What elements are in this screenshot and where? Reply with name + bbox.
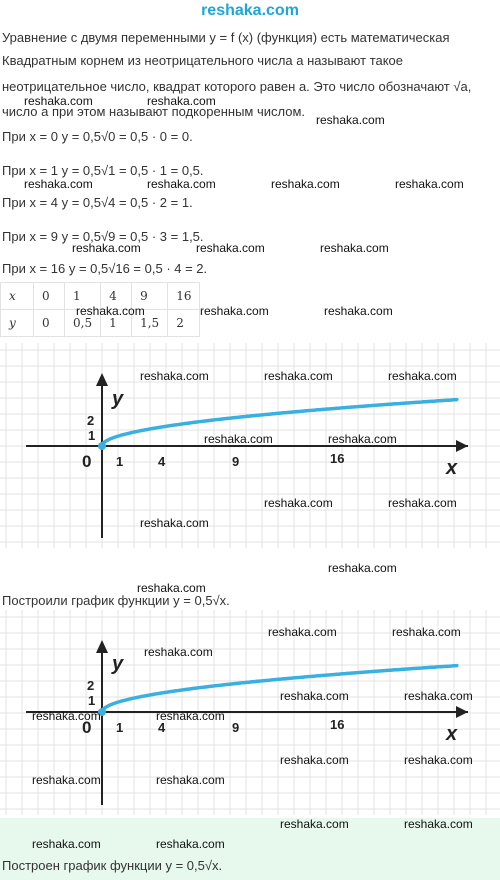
y-axis-label: y [111,388,124,410]
watermark: reshaka.com [140,369,209,383]
function-graph: y x 0 2 1 1 4 9 16 [0,610,500,815]
watermark: reshaka.com [280,689,349,703]
watermark: reshaka.com [316,113,385,127]
function-graph: y x 0 2 1 1 4 9 16 [0,343,500,548]
graph-caption: Построили график функции y = 0,5√x. [2,593,230,608]
watermark: reshaka.com [264,369,333,383]
curve [100,663,459,714]
watermark: reshaka.com [395,177,464,191]
watermark: reshaka.com [156,837,225,851]
values-table: x 0 1 4 9 16 y 0 0,5 1 1,5 2 [0,282,201,337]
text-line: число a при этом называют подкоренным чи… [2,104,306,119]
watermark: reshaka.com [404,817,473,831]
x-tick-label: 9 [232,454,239,469]
x-axis-arrow-icon [456,440,468,452]
text-line: Квадратным корнем из неотрицательного чи… [2,53,404,68]
watermark: reshaka.com [196,241,265,255]
table-cell: 16 [167,282,201,310]
curve-origin-point [98,442,106,450]
table-cell: 4 [100,282,133,310]
y-axis-label: y [111,653,124,675]
table-cell: 1 [100,309,133,337]
x-axis-arrow-icon [456,706,468,718]
table-cell: 1 [63,282,102,310]
x-tick-label: 16 [330,451,344,466]
calc-line: При x = 4 y = 0,5√4 = 0,5 · 2 = 1. [2,195,193,210]
origin-label: 0 [82,452,91,471]
watermark: reshaka.com [137,581,206,595]
y-tick-label: 1 [88,693,95,708]
watermark: reshaka.com [200,304,269,318]
watermark: reshaka.com [328,561,397,575]
y-tick-label: 2 [87,413,94,428]
result-caption: Построен график функции y = 0,5√x. [2,858,223,873]
x-tick-label: 1 [116,454,123,469]
table-row: y 0 0,5 1 1,5 2 [0,309,201,337]
table-cell: x [0,282,34,310]
calc-line: При x = 9 y = 0,5√9 = 0,5 · 3 = 1,5. [2,229,204,244]
watermark: reshaka.com [280,817,349,831]
watermark: reshaka.com [280,753,349,767]
watermark: reshaka.com [144,645,213,659]
x-tick-label: 4 [158,720,166,735]
watermark: reshaka.com [388,496,457,510]
site-title[interactable]: reshaka.com [201,2,299,19]
calc-line: При x = 1 y = 0,5√1 = 0,5 · 1 = 0,5. [2,163,204,178]
y-tick-label: 2 [87,678,94,693]
watermark: reshaka.com [72,241,141,255]
watermark: reshaka.com [268,625,337,639]
x-tick-label: 9 [232,720,239,735]
watermark: reshaka.com [32,773,101,787]
table-cell: 1,5 [131,309,169,337]
curve-origin-point [98,708,106,716]
text-line: Уравнение с двумя переменными y = f (x) … [2,30,450,45]
table-cell: 0 [33,309,65,337]
table-cell: y [0,309,34,337]
table-row: x 0 1 4 9 16 [0,282,201,310]
y-tick-label: 1 [88,428,95,443]
watermark: reshaka.com [404,689,473,703]
curve [100,397,459,448]
y-axis-arrow-icon [96,640,108,653]
watermark: reshaka.com [76,304,145,318]
table-cell: 0 [33,282,65,310]
table-cell: 2 [167,309,201,337]
table-cell: 0,5 [63,309,102,337]
x-axis-label: x [445,457,458,479]
x-axis-label: x [445,723,458,745]
watermark: reshaka.com [324,304,393,318]
calc-line: При x = 16 y = 0,5√16 = 0,5 · 4 = 2. [2,261,208,276]
watermark: reshaka.com [24,94,93,108]
watermark: reshaka.com [147,177,216,191]
watermark: reshaka.com [156,709,225,723]
calc-line: При x = 0 y = 0,5√0 = 0,5 · 0 = 0. [2,129,193,144]
watermark: reshaka.com [271,177,340,191]
watermark: reshaka.com [204,432,273,446]
watermark: reshaka.com [264,496,333,510]
watermark: reshaka.com [392,625,461,639]
watermark: reshaka.com [140,516,209,530]
watermark: reshaka.com [320,241,389,255]
y-axis-arrow-icon [96,373,108,386]
x-tick-label: 16 [330,717,344,732]
x-tick-label: 4 [158,454,166,469]
result-banner [0,818,500,880]
watermark: reshaka.com [328,432,397,446]
watermark: reshaka.com [156,773,225,787]
watermark: reshaka.com [404,753,473,767]
origin-label: 0 [82,718,91,737]
watermark: reshaka.com [32,837,101,851]
watermark: reshaka.com [32,709,101,723]
text-line: неотрицательное число, квадрат которого … [2,79,472,94]
watermark: reshaka.com [147,94,216,108]
x-tick-label: 1 [116,720,123,735]
watermark: reshaka.com [24,177,93,191]
watermark: reshaka.com [388,369,457,383]
